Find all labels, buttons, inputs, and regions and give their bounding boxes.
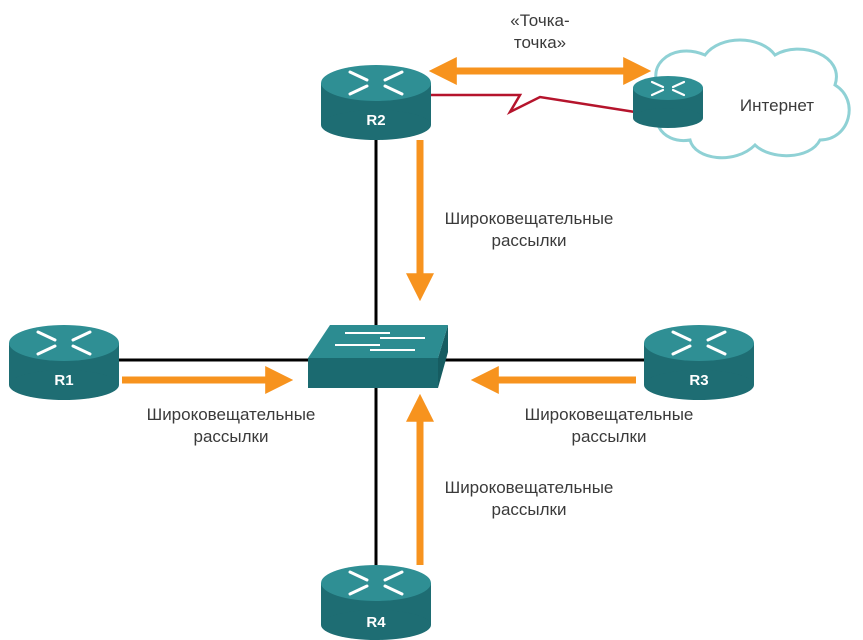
bcast-label-r3-line2: рассылки <box>571 427 647 446</box>
internet-cloud <box>654 38 851 160</box>
bcast-label-r3-line1: Широковещательные <box>524 405 694 424</box>
bcast-label-r4-line2: рассылки <box>491 500 567 519</box>
router-r2 <box>321 65 431 140</box>
router-r4-label: R4 <box>366 614 386 631</box>
bcast-label-r2-line1: Широковещательные <box>444 209 614 228</box>
router-r4 <box>321 565 431 640</box>
bcast-label-r4: Широковещательные рассылки <box>414 477 644 521</box>
router-r3 <box>644 325 754 400</box>
router-r2-label: R2 <box>366 112 386 129</box>
bcast-label-r2: Широковещательные рассылки <box>414 208 644 252</box>
wan-serial-link <box>430 93 636 116</box>
bcast-label-r2-line2: рассылки <box>491 231 567 250</box>
bcast-label-r1: Широковещательные рассылки <box>116 404 346 448</box>
router-r1 <box>9 325 119 400</box>
internet-router <box>633 76 703 128</box>
bcast-label-r4-line1: Широковещательные <box>444 478 614 497</box>
bcast-label-r1-line2: рассылки <box>193 427 269 446</box>
p2p-label: «Точка- точка» <box>490 10 590 54</box>
p2p-label-line1: «Точка- <box>510 11 570 30</box>
router-r3-label: R3 <box>689 372 709 389</box>
switch <box>308 325 448 388</box>
bcast-label-r3: Широковещательные рассылки <box>494 404 724 448</box>
bcast-label-r1-line1: Широковещательные <box>146 405 316 424</box>
router-r1-label: R1 <box>54 372 74 389</box>
p2p-label-line2: точка» <box>513 33 567 52</box>
internet-label: Интернет <box>739 96 815 115</box>
